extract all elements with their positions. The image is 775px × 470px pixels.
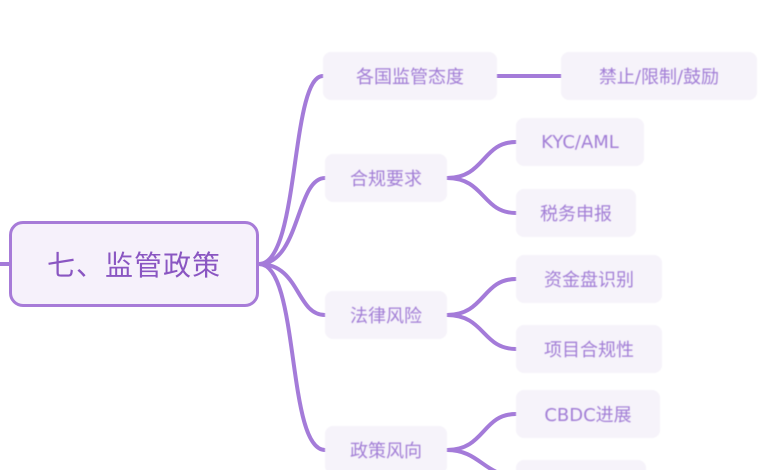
leaf-node-tax-filing[interactable]: 税务申报 (516, 189, 636, 237)
leaf-label: KYC/AML (541, 131, 619, 153)
connector-branch-4-leaf-2 (445, 448, 498, 470)
leaf-label: 禁止/限制/鼓励 (598, 67, 720, 88)
leaf-node-ban-restrict-encourage[interactable]: 禁止/限制/鼓励 (561, 52, 757, 100)
branch-label: 合规要求 (350, 169, 422, 190)
leaf-node-project-compliance[interactable]: 项目合规性 (516, 325, 662, 373)
branch-node-regulatory-attitude[interactable]: 各国监管态度 (323, 52, 497, 100)
leaf-label: 资金盘识别 (544, 270, 634, 291)
root-node[interactable]: 七、监管政策 (9, 221, 259, 307)
connector-branch-3-leaf-2 (445, 313, 518, 351)
connector-branch-4-leaf-1 (445, 412, 518, 452)
leaf-node-cbdc-progress[interactable]: CBDC进展 (516, 390, 660, 438)
leaf-node-kyc-aml[interactable]: KYC/AML (516, 118, 644, 166)
connector-root-branch-3 (257, 262, 327, 317)
branch-node-policy-trend[interactable]: 政策风向 (325, 426, 447, 470)
connector-root-branch-1 (257, 74, 325, 266)
leaf-node-cut-off[interactable] (516, 460, 646, 470)
branch-label: 法律风险 (350, 306, 422, 327)
branch-label: 政策风向 (350, 441, 422, 462)
connector-root-branch-2 (257, 176, 327, 266)
branch-node-legal-risk[interactable]: 法律风险 (325, 291, 447, 339)
connector-branch-2-leaf-2 (445, 176, 518, 215)
connector-root-branch-4 (257, 262, 327, 452)
root-label: 七、监管政策 (46, 249, 221, 282)
leaf-label: CBDC进展 (544, 405, 632, 426)
leaf-label: 税务申报 (540, 204, 612, 225)
branch-label: 各国监管态度 (356, 67, 464, 88)
leaf-node-ponzi-identification[interactable]: 资金盘识别 (516, 255, 662, 303)
connector-branch-3-leaf-1 (445, 277, 518, 317)
leaf-label: 项目合规性 (544, 340, 634, 361)
branch-node-compliance[interactable]: 合规要求 (325, 154, 447, 202)
connector-branch-2-leaf-1 (445, 140, 518, 180)
